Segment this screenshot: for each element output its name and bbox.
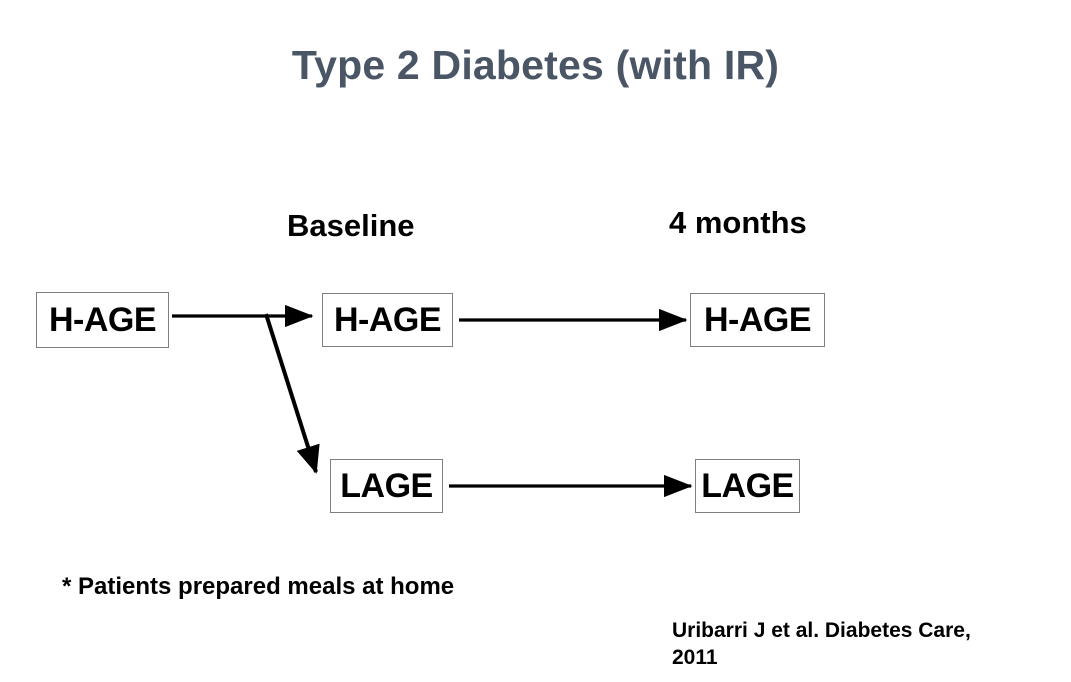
- column-header-baseline: Baseline: [287, 208, 415, 243]
- node-baseline-lage: LAGE: [330, 459, 443, 513]
- node-followup-hage: H-AGE: [690, 293, 825, 347]
- node-followup-lage: LAGE: [695, 459, 800, 513]
- node-start-hage: H-AGE: [36, 292, 169, 348]
- column-header-4-months: 4 months: [669, 205, 807, 240]
- page-title: Type 2 Diabetes (with IR): [291, 42, 780, 88]
- node-baseline-hage: H-AGE: [322, 293, 453, 347]
- footnote-text: * Patients prepared meals at home: [62, 573, 455, 600]
- arrow-start-to-baseline-lage: [264, 313, 320, 474]
- citation-line-2: 2011: [672, 645, 718, 669]
- citation-block: Uribarri J et al. Diabetes Care, 2011: [672, 618, 1012, 672]
- citation-line-1: Uribarri J et al. Diabetes Care,: [672, 619, 971, 642]
